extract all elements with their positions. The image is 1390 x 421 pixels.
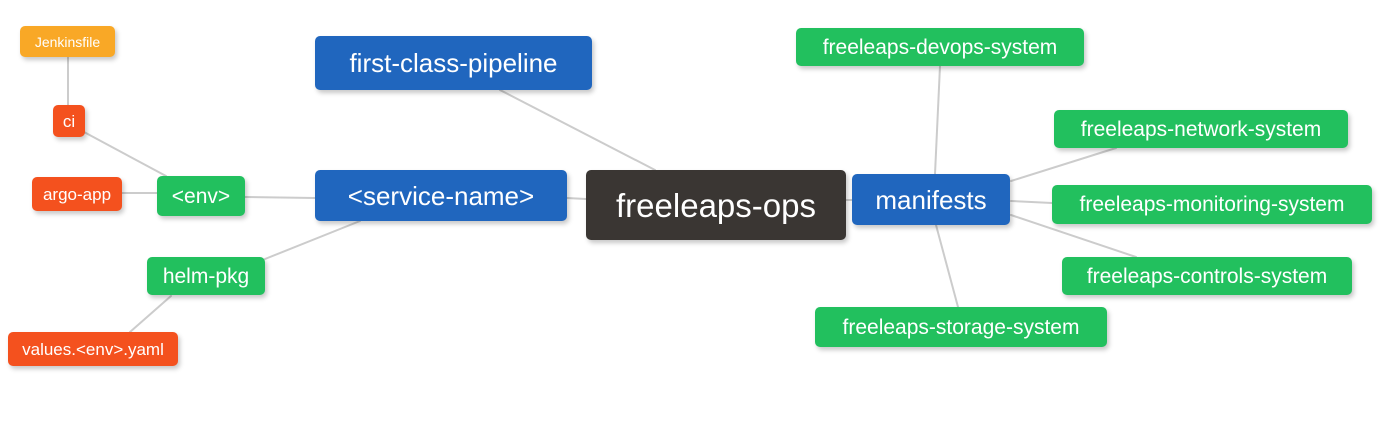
node-helm-pkg[interactable]: helm-pkg <box>147 257 265 295</box>
node-values-env-yaml[interactable]: values.<env>.yaml <box>8 332 178 366</box>
edge-values-env-yaml-to-helm-pkg <box>129 295 172 333</box>
edge-manifests-to-freeleaps-monitoring-system <box>1010 200 1053 204</box>
edge-env-to-service-name <box>244 196 316 199</box>
edge-manifests-to-freeleaps-devops-system <box>934 65 941 175</box>
node-service-name[interactable]: <service-name> <box>315 170 567 221</box>
edge-manifests-to-freeleaps-network-system <box>1010 147 1117 182</box>
node-freeleaps-devops-system[interactable]: freeleaps-devops-system <box>796 28 1084 66</box>
node-manifests[interactable]: manifests <box>852 174 1010 225</box>
node-argo-app[interactable]: argo-app <box>32 177 122 211</box>
node-freeleaps-monitoring-system[interactable]: freeleaps-monitoring-system <box>1052 185 1372 224</box>
edge-manifests-to-freeleaps-controls-system <box>1010 214 1137 258</box>
edge-first-class-pipeline-to-freeleaps-ops <box>499 89 656 171</box>
node-freeleaps-ops[interactable]: freeleaps-ops <box>586 170 846 240</box>
edge-ci-to-env <box>83 131 167 177</box>
edge-service-name-to-freeleaps-ops <box>566 197 587 200</box>
node-ci[interactable]: ci <box>53 105 85 137</box>
node-jenkinsfile[interactable]: Jenkinsfile <box>20 26 115 57</box>
node-first-class-pipeline[interactable]: first-class-pipeline <box>315 36 592 90</box>
node-freeleaps-storage-system[interactable]: freeleaps-storage-system <box>815 307 1107 347</box>
node-env[interactable]: <env> <box>157 176 245 216</box>
edge-manifests-to-freeleaps-storage-system <box>935 224 959 308</box>
node-freeleaps-controls-system[interactable]: freeleaps-controls-system <box>1062 257 1352 295</box>
edge-helm-pkg-to-service-name <box>264 220 361 260</box>
node-freeleaps-network-system[interactable]: freeleaps-network-system <box>1054 110 1348 148</box>
